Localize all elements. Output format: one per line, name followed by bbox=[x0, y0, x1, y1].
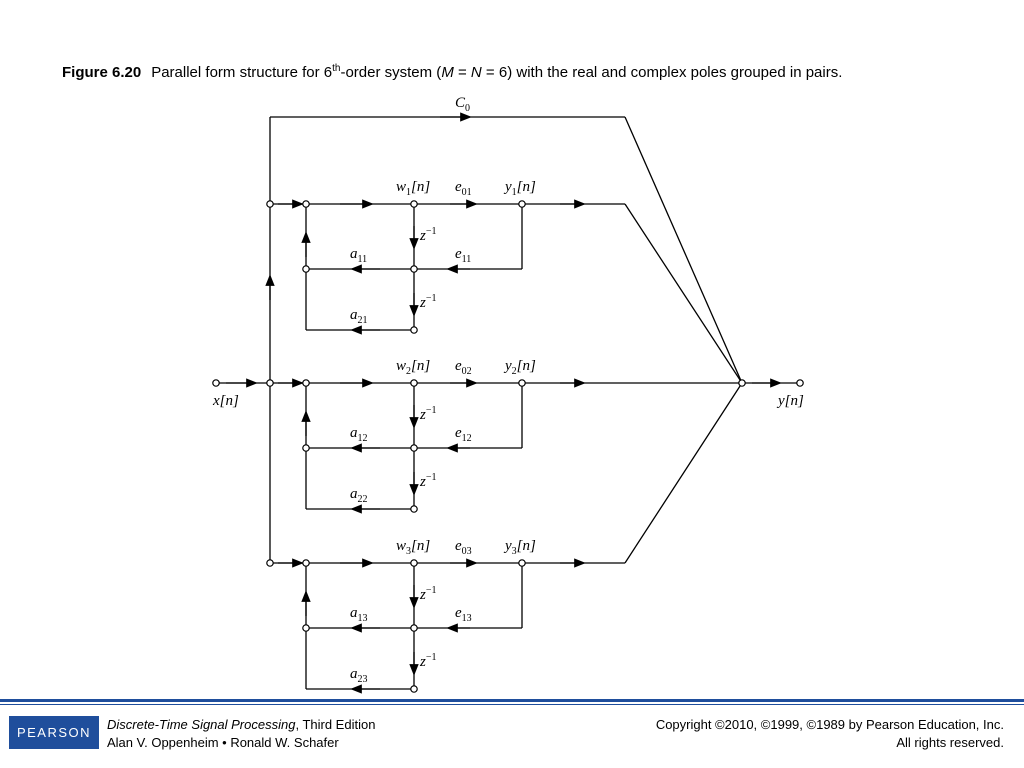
footer-copyright: Copyright ©2010, ©1999, ©1989 by Pearson… bbox=[656, 716, 1004, 752]
e1-label: e13 bbox=[455, 605, 472, 624]
caption-m: M bbox=[441, 64, 454, 81]
c0-label: C0 bbox=[455, 95, 470, 114]
w-label: w1[n] bbox=[396, 179, 430, 198]
section-to-sum bbox=[624, 203, 743, 384]
delay-label-2: z−1 bbox=[419, 293, 436, 311]
delay-label-1: z−1 bbox=[419, 226, 436, 244]
y-label: y1[n] bbox=[503, 179, 536, 198]
branch-nodes bbox=[212, 200, 804, 693]
split-node bbox=[266, 379, 274, 387]
caption-text-2: -order system ( bbox=[340, 64, 442, 81]
split-node bbox=[266, 200, 274, 208]
footer-rule-thin bbox=[0, 704, 1024, 705]
rights-line: All rights reserved. bbox=[896, 735, 1004, 750]
output-label: y[n] bbox=[776, 393, 804, 409]
section-left-node bbox=[302, 559, 310, 567]
w-label: w2[n] bbox=[396, 358, 430, 377]
section-left-node bbox=[302, 200, 310, 208]
a2-label: a23 bbox=[350, 666, 368, 685]
book-edition: , Third Edition bbox=[295, 717, 376, 732]
flow-arrows bbox=[226, 112, 782, 694]
delay-label-1: z−1 bbox=[419, 405, 436, 423]
pearson-logo: PEARSON bbox=[9, 716, 99, 749]
e0-label: e03 bbox=[455, 538, 472, 557]
input-node bbox=[212, 379, 220, 387]
w-node bbox=[410, 200, 418, 208]
copyright-line: Copyright ©2010, ©1999, ©1989 by Pearson… bbox=[655, 717, 1004, 732]
y-node bbox=[518, 559, 526, 567]
figure-caption: Figure 6.20 Parallel form structure for 6… bbox=[62, 63, 1012, 83]
output-node bbox=[796, 379, 804, 387]
e0-label: e02 bbox=[455, 358, 472, 377]
y-node bbox=[518, 200, 526, 208]
e1-label: e11 bbox=[455, 246, 471, 265]
delay-bottom-node bbox=[410, 685, 418, 693]
y-label: y3[n] bbox=[503, 538, 536, 557]
feedback-left-node bbox=[302, 444, 310, 452]
a2-label: a21 bbox=[350, 307, 368, 326]
footer-book-info: Discrete-Time Signal Processing, Third E… bbox=[107, 716, 375, 752]
w-node bbox=[410, 559, 418, 567]
section-left-node bbox=[302, 379, 310, 387]
delay-label-2: z−1 bbox=[419, 652, 436, 670]
delay-mid-node bbox=[410, 265, 418, 273]
caption-n: N bbox=[470, 64, 482, 81]
w-node bbox=[410, 379, 418, 387]
w-label: w3[n] bbox=[396, 538, 430, 557]
caption-sup: th bbox=[332, 63, 341, 74]
book-authors: Alan V. Oppenheim • Ronald W. Schafer bbox=[107, 735, 339, 750]
a2-label: a22 bbox=[350, 486, 368, 505]
caption-text-1: Parallel form structure for 6 bbox=[151, 64, 333, 81]
c0-diagonal bbox=[624, 116, 743, 384]
delay-mid-node bbox=[410, 624, 418, 632]
delay-label-2: z−1 bbox=[419, 472, 436, 490]
e0-label: e01 bbox=[455, 179, 472, 198]
book-title: Discrete-Time Signal Processing bbox=[107, 717, 296, 732]
input-label: x[n] bbox=[212, 393, 239, 409]
section-labels: w1[n] e01 y1[n] a11 e11 a21 z−1 z−1 w2[n] e02 y2[n… bbox=[350, 179, 536, 685]
delay-bottom-node bbox=[410, 505, 418, 513]
parallel-form-diagram: x[n] y[n] C0 w1[n] e01 y1[n] a11 e11 a21 z−1 z−… bbox=[212, 95, 804, 694]
feedback-left-node bbox=[302, 624, 310, 632]
caption-eq1: = bbox=[453, 64, 471, 81]
split-node bbox=[266, 559, 274, 567]
feedback-left-node bbox=[302, 265, 310, 273]
y-label: y2[n] bbox=[503, 358, 536, 377]
caption-text-3: = 6) with the real and complex poles gro… bbox=[481, 64, 843, 81]
output-sum-node bbox=[738, 379, 746, 387]
delay-mid-node bbox=[410, 444, 418, 452]
a1-label: a12 bbox=[350, 425, 368, 444]
a1-label: a13 bbox=[350, 605, 368, 624]
figure-label: Figure 6.20 bbox=[62, 64, 142, 81]
a1-label: a11 bbox=[350, 246, 367, 265]
footer-rule-thick bbox=[0, 699, 1024, 702]
y-node bbox=[518, 379, 526, 387]
delay-bottom-node bbox=[410, 326, 418, 334]
section-to-sum bbox=[624, 382, 743, 564]
delay-label-1: z−1 bbox=[419, 585, 436, 603]
e1-label: e12 bbox=[455, 425, 472, 444]
